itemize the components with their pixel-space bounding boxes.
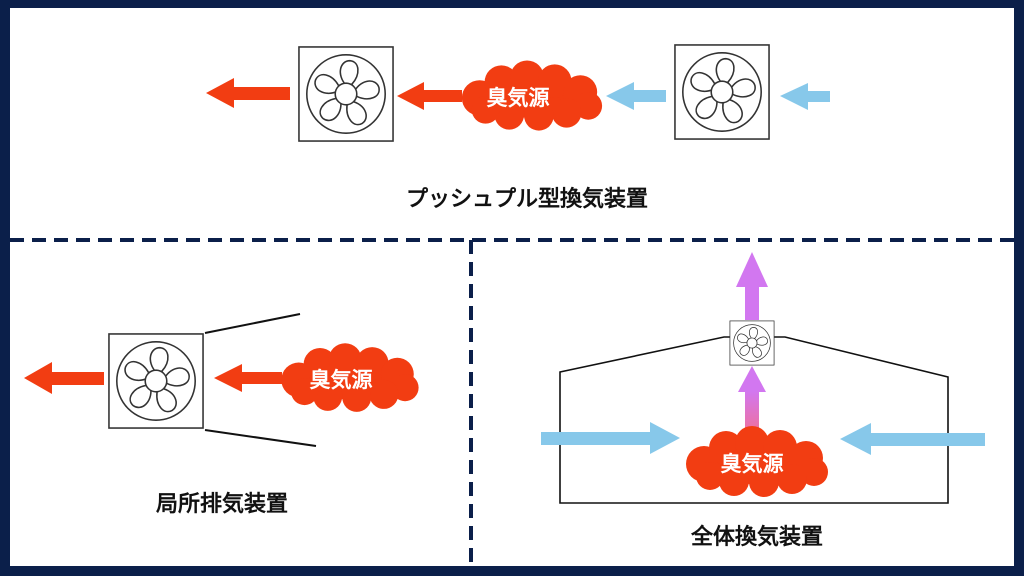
push-pull-title: プッシュプル型換気装置 (406, 186, 648, 212)
building-outline (559, 336, 949, 504)
odor-source-label: 臭気源 (310, 368, 373, 392)
exhaust-up-arrow (736, 252, 768, 320)
push-pull-section: 臭気源 プッシュプル型換気装置 (206, 44, 830, 212)
exhaust-arrow (214, 364, 282, 392)
exhaust-arrow (397, 82, 462, 110)
hood-line (204, 429, 317, 447)
intake-arrow (780, 83, 830, 110)
intake-arrow (840, 423, 985, 455)
general-ventilation-title: 全体換気装置 (690, 524, 823, 550)
intake-arrow (541, 422, 680, 454)
odor-source-label: 臭気源 (487, 86, 550, 110)
exhaust-arrow (24, 362, 104, 394)
local-exhaust-section: 臭気源 局所排気装置 (24, 313, 419, 517)
exhaust-arrow (206, 78, 290, 108)
fan-icon (298, 46, 394, 142)
hood-line (204, 313, 301, 334)
general-ventilation-section: 臭気源 全体換気装置 (541, 252, 985, 550)
odor-source-label: 臭気源 (721, 452, 784, 476)
fan-icon (729, 320, 775, 366)
local-exhaust-title: 局所排気装置 (156, 491, 288, 517)
intake-arrow (606, 82, 666, 110)
fan-icon (108, 333, 204, 429)
fan-icon (674, 44, 770, 140)
